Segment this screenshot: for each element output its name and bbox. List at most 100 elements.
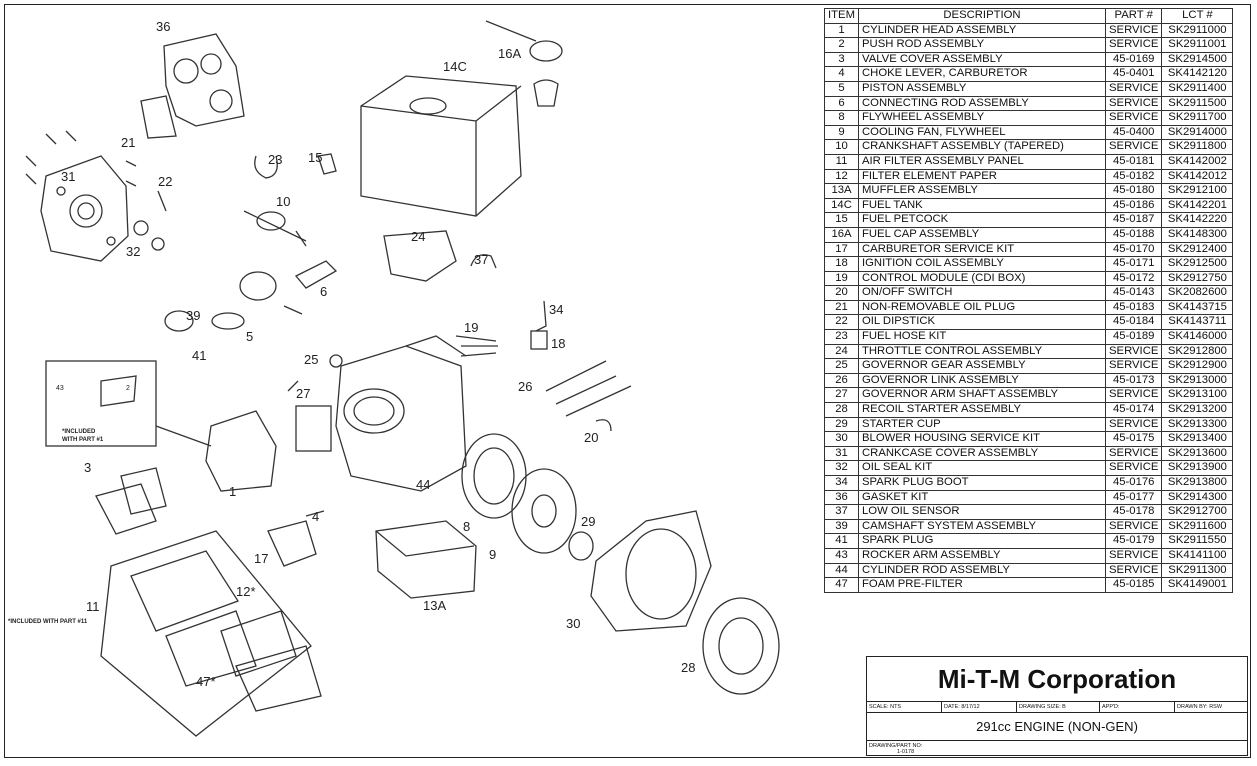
engine-block-drawing <box>335 335 467 492</box>
callout-23: 23 <box>268 152 282 167</box>
fuel-hose-drawing <box>254 155 278 179</box>
callout-5: 5 <box>246 329 253 344</box>
rocker-arm-inset-drawing <box>45 360 212 447</box>
callout-19: 19 <box>464 320 478 335</box>
company-name: Mi-T-M Corporation <box>867 657 1247 702</box>
row-part-number: SERVICE <box>1104 139 1163 155</box>
callout-12: 12* <box>236 584 256 599</box>
row-item-number: 4 <box>824 66 859 82</box>
callout-32: 32 <box>126 244 140 259</box>
row-lct-number: SK2912700 <box>1161 504 1234 520</box>
row-description: CONTROL MODULE (CDI BOX) <box>858 270 1106 287</box>
row-lct-number: SK4143711 <box>1161 314 1234 331</box>
row-part-number: SERVICE <box>1104 387 1163 404</box>
row-part-number: 45-0176 <box>1104 475 1163 491</box>
row-part-number: 45-0183 <box>1104 299 1163 316</box>
row-description: RECOIL STARTER ASSEMBLY <box>858 402 1106 418</box>
callout-18: 18 <box>551 336 565 351</box>
row-item-number: 21 <box>824 299 859 316</box>
row-lct-number: SK4142012 <box>1161 168 1234 185</box>
row-description: NON-REMOVABLE OIL PLUG <box>858 299 1106 316</box>
row-lct-number: SK2913300 <box>1161 416 1234 433</box>
callout-21: 21 <box>121 135 135 150</box>
callout-11: 11 <box>86 599 100 614</box>
row-lct-number: SK2912100 <box>1161 183 1234 199</box>
drawing-title: 291cc ENGINE (NON-GEN) <box>867 713 1247 741</box>
row-lct-number: SK4142002 <box>1161 153 1234 170</box>
date-field: DATE: 8/17/12 <box>942 702 1017 712</box>
drawing-number-field: DRAWING/PART NO: 1-0178 <box>867 741 1247 757</box>
row-item-number: 43 <box>824 547 859 564</box>
row-lct-number: SK2911600 <box>1161 518 1234 535</box>
callout-6: 6 <box>320 284 327 299</box>
row-item-number: 44 <box>824 562 859 579</box>
row-item-number: 9 <box>824 124 859 141</box>
callout-39: 39 <box>186 308 200 323</box>
row-item-number: 24 <box>824 343 859 360</box>
row-lct-number: SK2911400 <box>1161 80 1234 97</box>
row-part-number: 45-0188 <box>1104 226 1163 243</box>
row-item-number: 26 <box>824 372 859 389</box>
row-lct-number: SK2912500 <box>1161 256 1234 272</box>
row-item-number: 31 <box>824 445 859 462</box>
row-description: CAMSHAFT SYSTEM ASSEMBLY <box>858 518 1106 535</box>
row-part-number: SERVICE <box>1104 22 1163 39</box>
row-item-number: 5 <box>824 80 859 97</box>
exploded-parts-diagram: 36 16A 14C 21 31 22 23 15 10 32 24 37 39… <box>6 6 818 756</box>
row-item-number: 27 <box>824 387 859 404</box>
callout-34: 34 <box>549 302 563 317</box>
row-description: GOVERNOR GEAR ASSEMBLY <box>858 358 1106 374</box>
row-part-number: SERVICE <box>1104 460 1163 476</box>
callout-15: 15 <box>308 150 322 165</box>
row-part-number: 45-0170 <box>1104 241 1163 258</box>
gasket-kit-drawing <box>140 33 245 139</box>
row-item-number: 1 <box>824 22 859 39</box>
callout-20: 20 <box>584 430 598 445</box>
row-part-number: 45-0178 <box>1104 504 1163 520</box>
title-block: Mi-T-M Corporation SCALE: NTS DATE: 8/17… <box>866 656 1248 756</box>
row-lct-number: SK2911550 <box>1161 533 1234 549</box>
petcock-drawing <box>317 153 337 175</box>
row-lct-number: SK4143715 <box>1161 299 1234 316</box>
callout-47: 47* <box>196 674 216 689</box>
row-lct-number: SK2913900 <box>1161 460 1234 476</box>
header-item: ITEM <box>824 8 859 24</box>
row-lct-number: SK2082600 <box>1161 285 1234 301</box>
row-lct-number: SK2913200 <box>1161 402 1234 418</box>
row-item-number: 14C <box>824 197 859 214</box>
row-description: FUEL HOSE KIT <box>858 329 1106 345</box>
callout-26: 26 <box>518 379 532 394</box>
row-lct-number: SK4141100 <box>1161 547 1234 564</box>
callout-16a: 16A <box>498 46 521 61</box>
row-item-number: 18 <box>824 256 859 272</box>
drawing-frame <box>4 4 1251 758</box>
row-lct-number: SK4149001 <box>1161 577 1234 593</box>
row-lct-number: SK2911500 <box>1161 95 1234 112</box>
row-lct-number: SK2911700 <box>1161 110 1234 126</box>
row-item-number: 19 <box>824 270 859 287</box>
row-description: STARTER CUP <box>858 416 1106 433</box>
row-item-number: 16A <box>824 226 859 243</box>
bolts-drawing <box>25 130 137 187</box>
drawing-number-label: DRAWING/PART NO: <box>869 743 923 749</box>
row-part-number: 45-0143 <box>1104 285 1163 301</box>
crankshaft-drawing <box>243 210 307 247</box>
